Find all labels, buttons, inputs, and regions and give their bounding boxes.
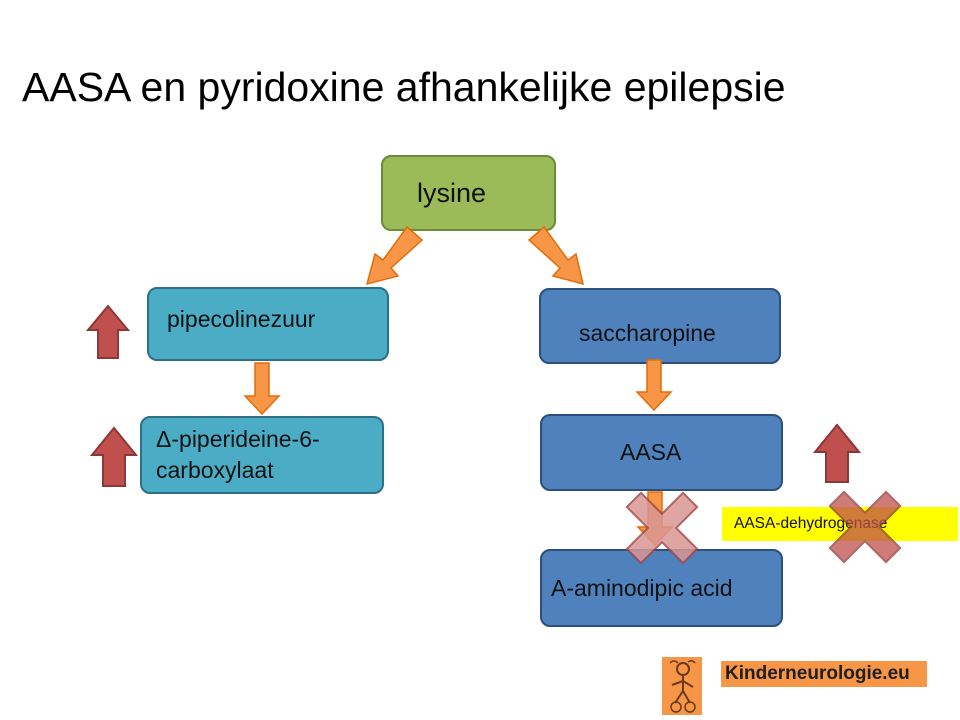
node-pipecolinezuur-label: pipecolinezuur [167,305,316,332]
node-piperideine-label-line1: Δ-piperideine-6- [156,426,320,452]
logo-text[interactable]: Kinderneurologie.eu [721,661,927,687]
child-figure-icon [669,659,696,713]
node-saccharopine: saccharopine [539,288,781,364]
node-aminodipic-acid: A-aminodipic acid [540,549,783,627]
flow-arrow-pipecolinezuur-to-piperideine [243,362,281,416]
node-saccharopine-label: saccharopine [579,319,716,346]
flow-arrow-aasa-to-aminodipic [636,491,674,547]
node-aasa: AASA [540,414,783,491]
enzyme-label: AASA-dehydrogenase [722,507,958,541]
node-lysine-label: lysine [417,177,487,208]
block-cross-aminodipic-step [625,491,699,565]
node-piperideine-carboxylaat: Δ-piperideine-6- carboxylaat [140,416,384,494]
flow-arrow-saccharopine-to-aasa [635,359,673,412]
up-arrow-aasa [812,423,862,483]
node-piperideine-label-line2: carboxylaat [156,457,274,483]
node-pipecolinezuur: pipecolinezuur [147,287,389,361]
flow-arrow-lysine-to-pipecolinezuur [365,225,424,286]
node-aminodipic-label: A-aminodipic acid [551,574,733,601]
node-aasa-label: AASA [620,439,682,465]
node-lysine: lysine [381,155,556,231]
logo-icon [662,657,702,715]
slide-title: AASA en pyridoxine afhankelijke epilepsi… [22,64,786,110]
flow-arrow-lysine-to-saccharopine [527,225,585,286]
up-arrow-pipecolinezuur [85,304,131,359]
up-arrow-piperideine [89,426,139,487]
